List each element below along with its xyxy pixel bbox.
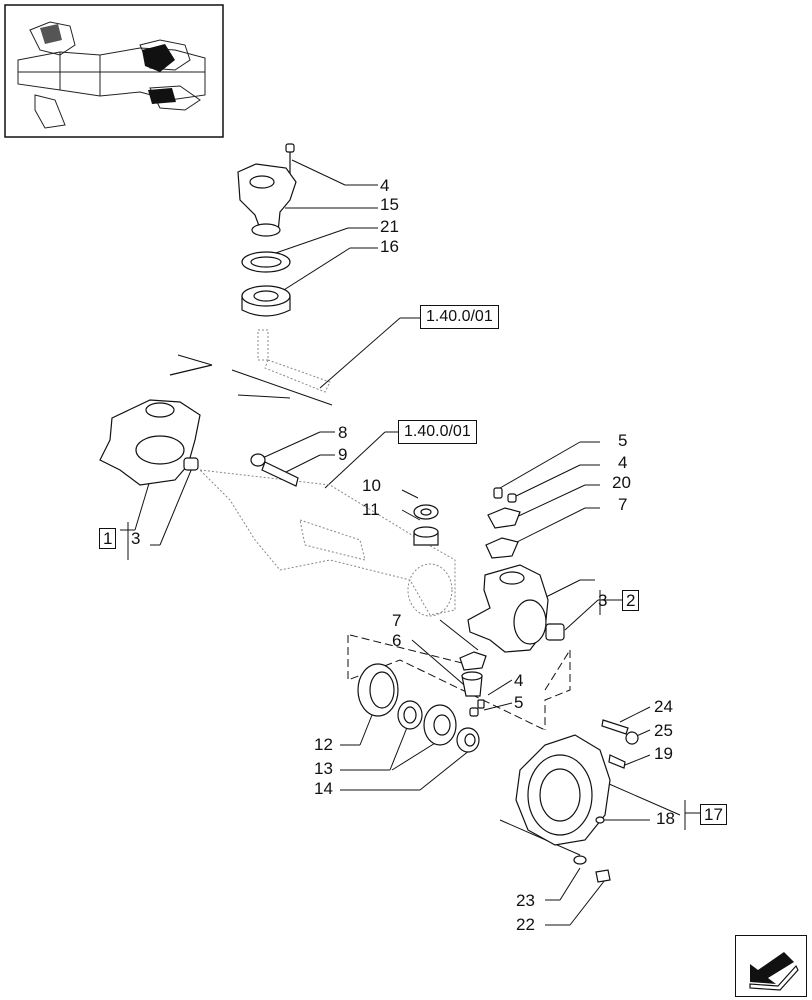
callout-25: 25 xyxy=(654,721,673,740)
reference-link-2[interactable]: 1.40.0/01 xyxy=(398,420,477,444)
callout-12: 12 xyxy=(314,735,333,754)
faded-parts xyxy=(198,329,456,617)
lower-kingpin-parts xyxy=(459,651,487,717)
reference-link-1[interactable]: 1.40.0/01 xyxy=(420,305,499,329)
callout-18: 18 xyxy=(656,809,675,828)
callout-16: 16 xyxy=(380,237,399,256)
callout-7-lower: 7 xyxy=(392,611,402,630)
kingpin-parts xyxy=(250,453,439,546)
callout-5-lower: 5 xyxy=(514,693,524,712)
callout-4: 4 xyxy=(380,176,390,195)
callout-5-upper: 5 xyxy=(618,431,628,450)
top-assembly xyxy=(237,143,297,317)
hub-housing xyxy=(515,719,639,883)
callout-19: 19 xyxy=(654,744,673,763)
callout-14: 14 xyxy=(314,779,333,798)
leader-lines xyxy=(120,159,700,926)
left-knuckle xyxy=(99,364,213,486)
callout-10: 10 xyxy=(362,476,381,495)
callout-21: 21 xyxy=(380,217,399,236)
callout-23: 23 xyxy=(516,891,535,910)
callout-11: 11 xyxy=(362,500,380,519)
callout-20: 20 xyxy=(612,473,631,492)
callout-15: 15 xyxy=(380,195,399,214)
callout-8: 8 xyxy=(338,423,348,442)
arrow-icon xyxy=(749,952,799,991)
callout-13: 13 xyxy=(314,759,333,778)
inset-thumbnail xyxy=(4,4,224,138)
callout-4-lower: 4 xyxy=(514,671,524,690)
right-knuckle xyxy=(467,487,565,653)
callout-24: 24 xyxy=(654,697,673,716)
callout-9: 9 xyxy=(338,445,348,464)
next-page-arrow-icon[interactable] xyxy=(735,935,807,997)
callout-4-right: 4 xyxy=(618,453,628,472)
callout-3-right: 3 xyxy=(598,591,608,610)
callout-3-left: 3 xyxy=(131,529,141,548)
group-box-2[interactable]: 2 xyxy=(622,590,640,611)
callout-7-upper: 7 xyxy=(618,495,628,514)
callout-22: 22 xyxy=(516,915,535,934)
callout-6: 6 xyxy=(392,631,402,650)
hub-parts xyxy=(357,663,480,753)
group-box-17[interactable]: 17 xyxy=(700,804,727,825)
group-box-1[interactable]: 1 xyxy=(99,528,117,549)
